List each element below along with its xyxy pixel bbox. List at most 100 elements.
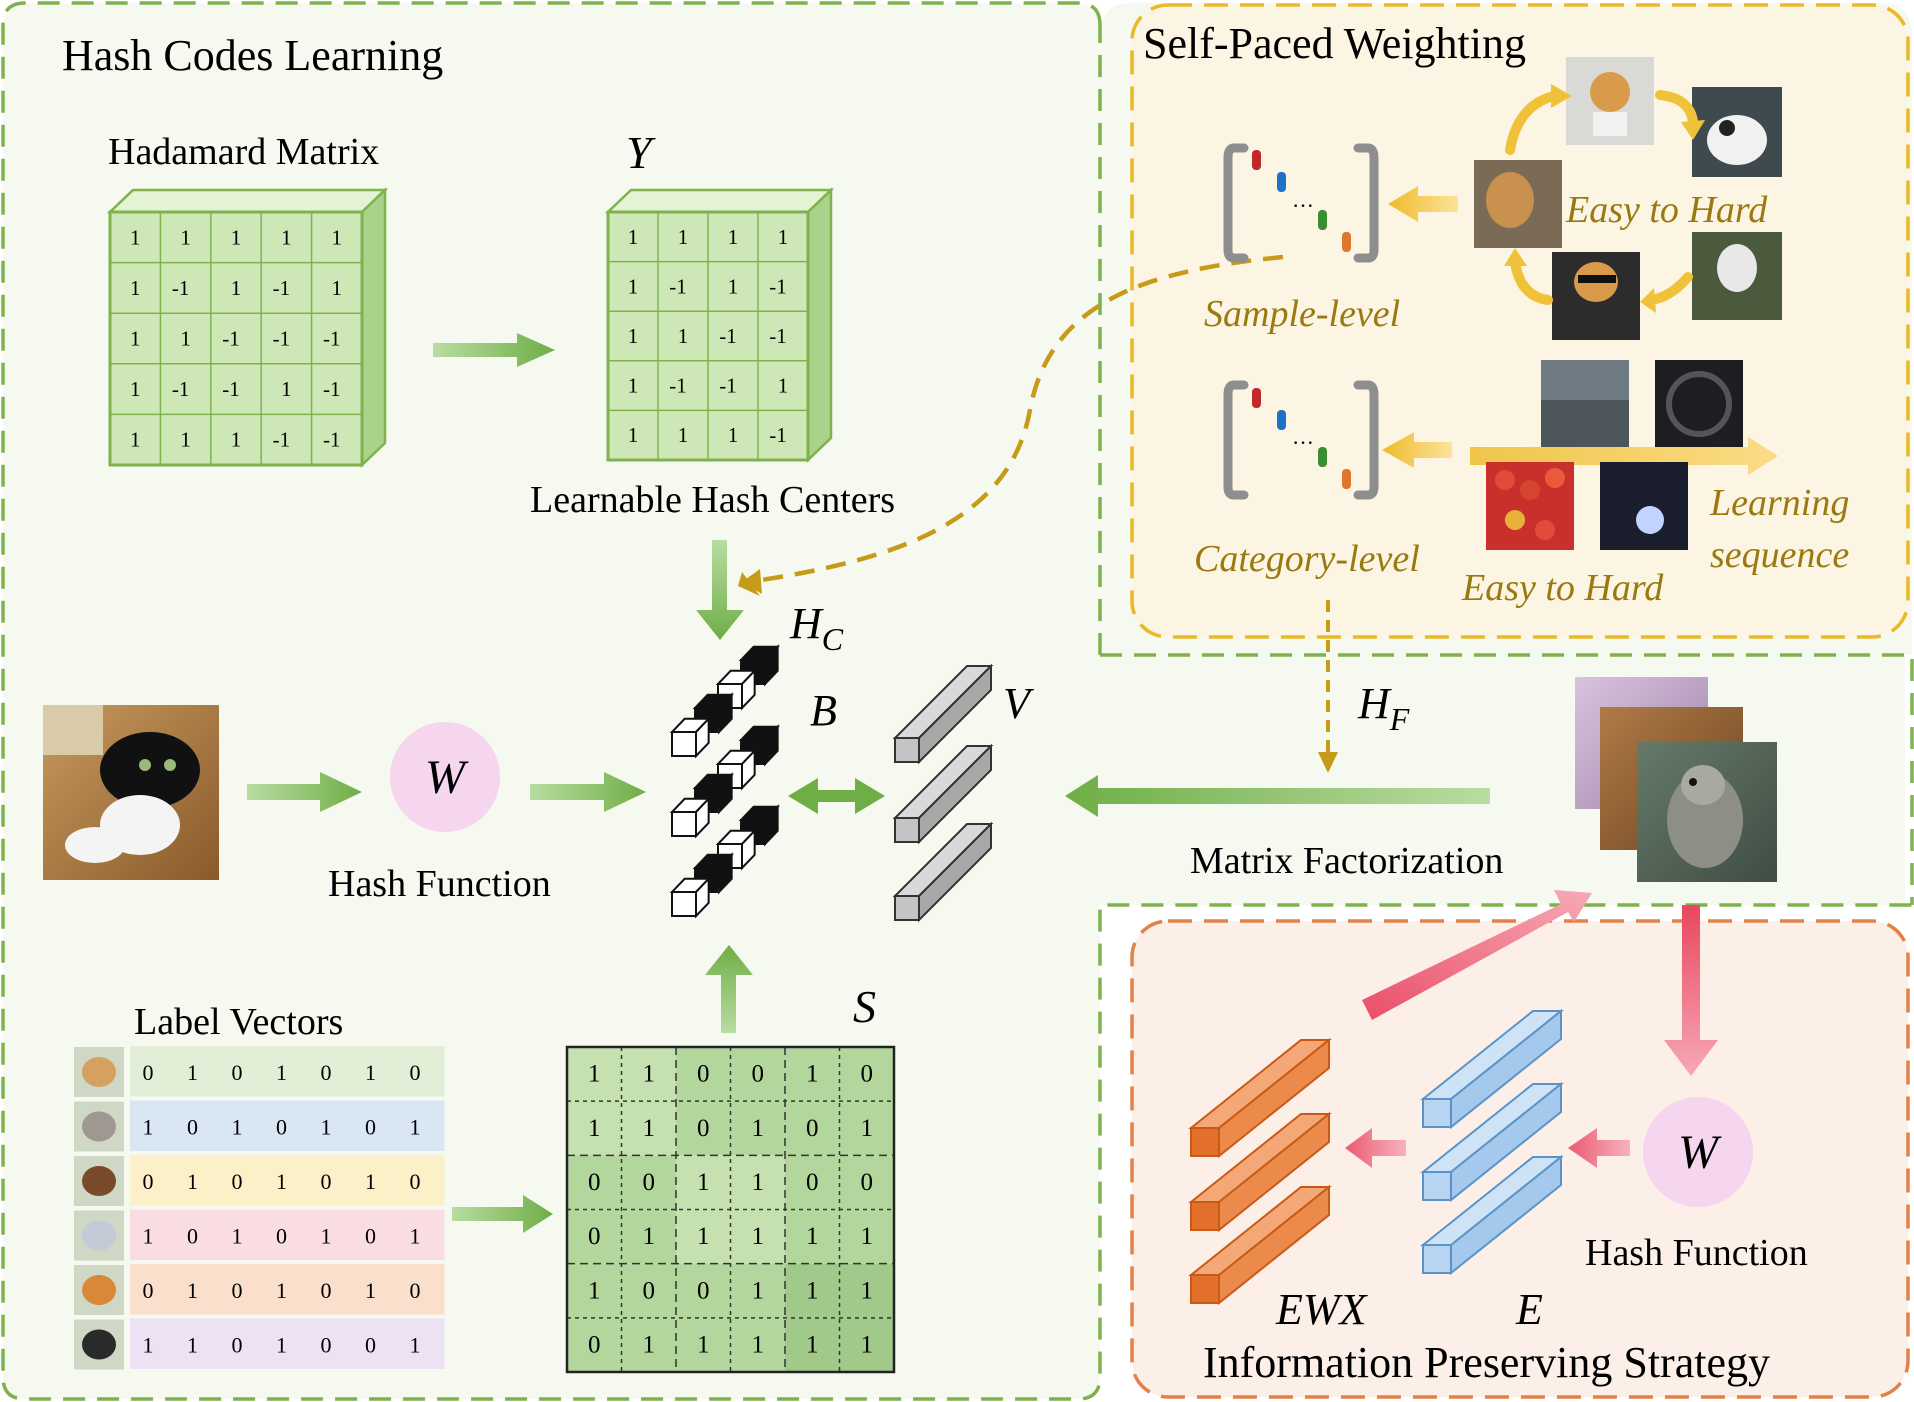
s-cell: 1 xyxy=(643,1115,656,1142)
hadamard-cell: 1 xyxy=(231,225,242,249)
s-cell-bg xyxy=(785,1155,840,1210)
y-cell: 1 xyxy=(628,274,639,298)
ewx-symbol: EWX xyxy=(1275,1285,1369,1334)
y-cell: -1 xyxy=(769,274,787,298)
y-cell: 1 xyxy=(778,225,789,249)
hadamard-cell: 1 xyxy=(130,225,141,249)
s-cell-bg xyxy=(730,1101,785,1156)
s-cell: 1 xyxy=(806,1061,819,1088)
hadamard-cell: 1 xyxy=(231,276,242,300)
s-cell-bg xyxy=(621,1317,676,1372)
s-cell: 1 xyxy=(752,1277,765,1304)
s-cell: 0 xyxy=(806,1169,819,1196)
s-cell: 1 xyxy=(806,1331,819,1358)
sample-easy-to-hard-label: Easy to Hard xyxy=(1565,189,1768,231)
s-cell: 0 xyxy=(861,1169,874,1196)
s-cell-bg xyxy=(676,1101,731,1156)
y-cell: 1 xyxy=(628,423,639,447)
ewx-bar xyxy=(1188,1037,1332,1159)
label-vector-cell: 1 xyxy=(143,1114,154,1139)
arrow-images-to-w xyxy=(1664,905,1718,1076)
y-cell: 1 xyxy=(778,374,789,398)
s-cell: 0 xyxy=(697,1061,710,1088)
s-cell: 1 xyxy=(643,1061,656,1088)
hadamard-cell: 1 xyxy=(180,428,191,452)
label-vector-cell: 1 xyxy=(276,1060,287,1085)
hadamard-cell: 1 xyxy=(180,225,191,249)
label-vector-cell: 1 xyxy=(410,1223,421,1248)
s-cell: 0 xyxy=(752,1061,765,1088)
label-vector-cell: 0 xyxy=(143,1060,154,1085)
s-cell: 0 xyxy=(588,1223,601,1250)
label-vector-cell: 0 xyxy=(365,1223,376,1248)
label-vector-cell: 1 xyxy=(365,1060,376,1085)
hadamard-cell: -1 xyxy=(323,327,341,351)
hadamard-cell: 1 xyxy=(231,428,242,452)
y-cell: -1 xyxy=(769,423,787,447)
y-cell: 1 xyxy=(628,324,639,348)
s-cell: 0 xyxy=(697,1115,710,1142)
s-cell: 1 xyxy=(643,1223,656,1250)
hash-function-label: Hash Function xyxy=(328,863,551,905)
label-vector-cell: 0 xyxy=(410,1169,421,1194)
s-cell-bg xyxy=(785,1047,840,1102)
s-cell-bg xyxy=(839,1047,894,1102)
e-bar xyxy=(1420,1154,1564,1276)
cat-image xyxy=(43,705,219,880)
y-cell: -1 xyxy=(669,374,687,398)
s-cell: 1 xyxy=(752,1223,765,1250)
ewx-bar xyxy=(1188,1184,1332,1306)
hash-function-label-2: Hash Function xyxy=(1585,1232,1808,1274)
hadamard-label: Hadamard Matrix xyxy=(108,131,379,173)
s-cell: 1 xyxy=(697,1169,710,1196)
arrow-e-to-ewx xyxy=(1345,1128,1406,1168)
label-vector-cell: 1 xyxy=(276,1332,287,1357)
label-vector-cell: 1 xyxy=(276,1278,287,1303)
s-cell: 1 xyxy=(697,1331,710,1358)
label-vector-cell: 1 xyxy=(276,1169,287,1194)
y-cell: 1 xyxy=(678,324,689,348)
s-cell: 1 xyxy=(588,1115,601,1142)
sample-level-dashed-curve xyxy=(747,254,1284,585)
y-cell: -1 xyxy=(719,374,737,398)
s-cell-bg xyxy=(730,1047,785,1102)
s-cell: 1 xyxy=(806,1223,819,1250)
y-cell: 1 xyxy=(728,423,739,447)
hadamard-cell: -1 xyxy=(222,377,240,401)
s-cell: 1 xyxy=(643,1331,656,1358)
s-cell-bg xyxy=(567,1263,622,1318)
hadamard-cell: 1 xyxy=(130,428,141,452)
label-vector-cell: 1 xyxy=(143,1332,154,1357)
hadamard-cell: 1 xyxy=(332,225,343,249)
label-vector-cell: 0 xyxy=(410,1278,421,1303)
label-vector-cell: 0 xyxy=(232,1060,243,1085)
s-cell: 1 xyxy=(861,1277,874,1304)
hadamard-cell: 1 xyxy=(130,276,141,300)
label-vector-cell: 1 xyxy=(232,1114,243,1139)
hash-function-w2-circle xyxy=(1643,1097,1753,1207)
curve-arrowhead-2 xyxy=(742,569,762,594)
s-cell: 1 xyxy=(752,1331,765,1358)
hadamard-cell: 1 xyxy=(130,377,141,401)
label-vector-cell: 1 xyxy=(187,1332,198,1357)
b-code-bar xyxy=(669,644,780,759)
label-vector-cell: 0 xyxy=(321,1169,332,1194)
b-code-bar xyxy=(669,724,780,839)
e-symbol: E xyxy=(1515,1285,1543,1334)
y-symbol: Y xyxy=(626,127,656,178)
s-cell-bg xyxy=(567,1047,622,1102)
s-cell-bg xyxy=(621,1155,676,1210)
label-vector-cell: 1 xyxy=(365,1169,376,1194)
s-cell-bg xyxy=(567,1317,622,1372)
sample-level-label: Sample-level xyxy=(1204,293,1400,335)
arrow-s-to-b xyxy=(705,945,753,1033)
y-cell: 1 xyxy=(728,225,739,249)
s-cell-bg xyxy=(567,1155,622,1210)
label-vector-cell: 0 xyxy=(276,1114,287,1139)
hc-symbol: HC xyxy=(789,599,844,657)
s-cell-bg xyxy=(785,1263,840,1318)
